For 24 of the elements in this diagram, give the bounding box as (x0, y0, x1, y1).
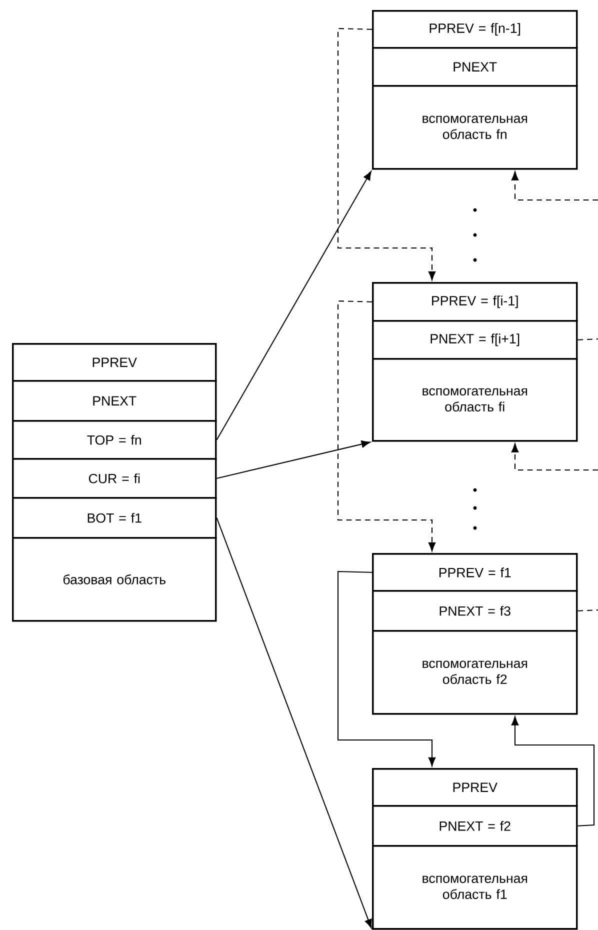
arrow (216, 171, 372, 440)
table-cell: CUR = fi (12, 458, 217, 499)
table-cell: PPREV = f[n-1] (372, 10, 578, 49)
arrow (337, 570, 436, 766)
dashed-arrow (511, 443, 598, 471)
dashed-line (578, 609, 598, 612)
table-cell: BOT = f1 (12, 497, 217, 539)
arrow (511, 716, 595, 826)
table-cell: PPREV = f1 (372, 553, 578, 592)
table-cell: PPREV = f[i-1] (372, 282, 578, 322)
table-cell: PPREV (12, 343, 217, 382)
dashed-arrow (337, 300, 436, 552)
table-cell: PNEXT = f[i+1] (372, 320, 578, 360)
table-cell: PNEXT = f3 (372, 590, 578, 632)
dashed-arrow (337, 28, 436, 280)
table-cell: PNEXT = f2 (372, 805, 578, 847)
arrow (216, 440, 370, 479)
table-cell: PPREV (372, 768, 578, 807)
table-cell: PNEXT (372, 47, 578, 87)
arrow (216, 518, 372, 928)
dashed-line (578, 338, 598, 340)
table-cell: PNEXT (12, 380, 217, 422)
dashed-arrow (511, 171, 598, 201)
table-cell: TOP = fn (12, 420, 217, 460)
